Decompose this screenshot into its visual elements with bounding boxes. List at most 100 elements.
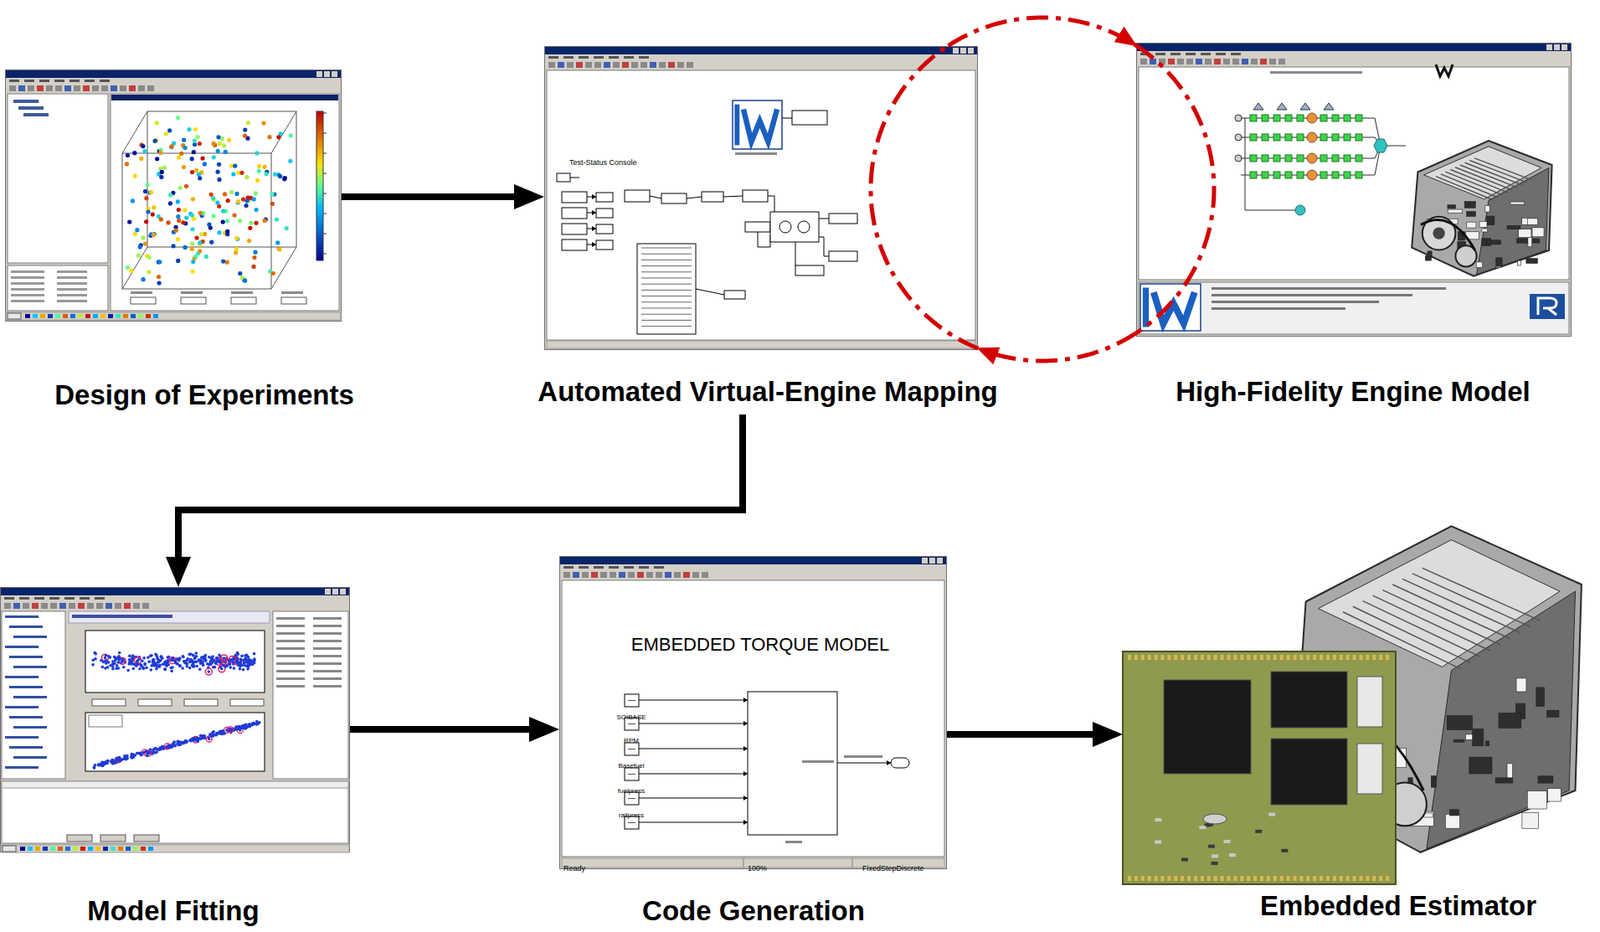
duct-element bbox=[1332, 114, 1339, 122]
residual-point bbox=[245, 653, 249, 657]
design-point bbox=[138, 244, 143, 249]
toolbar-icon bbox=[548, 61, 556, 68]
design-point bbox=[159, 216, 164, 222]
design-point bbox=[252, 255, 257, 260]
design-point bbox=[246, 238, 252, 243]
toolbar-icon bbox=[110, 85, 118, 92]
fit-point bbox=[241, 725, 245, 730]
residual-point bbox=[224, 664, 228, 669]
cover-rib bbox=[1382, 590, 1501, 645]
residual-point bbox=[163, 667, 167, 671]
fit-point bbox=[154, 751, 158, 755]
design-point bbox=[175, 258, 181, 263]
design-point bbox=[208, 225, 213, 230]
engine-detail bbox=[1546, 709, 1559, 717]
title-bar bbox=[1136, 43, 1571, 52]
edge-pad bbox=[1260, 654, 1264, 660]
smd-component bbox=[1198, 825, 1206, 829]
edge-pad bbox=[1293, 654, 1297, 660]
fit-point bbox=[157, 747, 161, 752]
bus-port bbox=[641, 295, 692, 297]
design-point bbox=[147, 255, 152, 260]
taskbar-icon bbox=[80, 846, 86, 851]
residual-point bbox=[244, 660, 248, 664]
residual-point bbox=[183, 661, 187, 665]
toolbar-icon bbox=[637, 571, 644, 578]
taskbar-icon bbox=[130, 313, 136, 319]
edge-pad bbox=[1233, 654, 1237, 660]
menu-item bbox=[19, 596, 30, 600]
toolbar-icon bbox=[82, 85, 90, 92]
residual-point bbox=[181, 655, 186, 659]
taskbar-icon bbox=[125, 846, 131, 851]
taskbar-icon bbox=[87, 846, 93, 851]
loop-arc bbox=[870, 46, 978, 349]
residual-point bbox=[209, 659, 213, 664]
fit-point bbox=[154, 746, 158, 751]
toolbar-icon bbox=[649, 61, 657, 68]
edge-pad bbox=[1346, 654, 1350, 660]
toolbar-icon bbox=[138, 85, 145, 92]
menu-item bbox=[39, 79, 50, 83]
design-point bbox=[197, 141, 202, 146]
edge-pad bbox=[1253, 875, 1257, 881]
screen-label: Ready bbox=[563, 864, 586, 873]
screen-label: RPM bbox=[623, 736, 639, 745]
design-point bbox=[236, 200, 241, 205]
duct-element bbox=[1296, 133, 1304, 141]
signal-wire bbox=[638, 748, 748, 750]
fit-point bbox=[254, 722, 258, 726]
edge-pad bbox=[1173, 875, 1178, 881]
design-point bbox=[257, 164, 262, 169]
design-point bbox=[182, 145, 187, 150]
design-point bbox=[237, 218, 242, 223]
bus-port bbox=[641, 313, 692, 315]
edge-pad bbox=[1233, 875, 1237, 881]
cube-edge bbox=[271, 111, 297, 154]
duct-element bbox=[1250, 171, 1257, 179]
design-point bbox=[217, 141, 222, 146]
fit-point bbox=[171, 742, 175, 746]
summary-cell bbox=[313, 632, 342, 635]
engine-detail bbox=[1486, 216, 1495, 225]
screen-label: Basefuel bbox=[617, 761, 644, 770]
toolbar-icon bbox=[673, 571, 681, 578]
memory-chip bbox=[1270, 738, 1348, 805]
design-point bbox=[234, 191, 239, 196]
design-point bbox=[231, 212, 237, 217]
stage-caption-box: Design of Experiments bbox=[51, 379, 358, 412]
fit-point bbox=[221, 729, 225, 733]
signal-arrowhead bbox=[591, 241, 597, 247]
design-point bbox=[264, 171, 269, 176]
residual-point bbox=[166, 663, 170, 667]
residual-point bbox=[149, 653, 153, 658]
toolbar-icon bbox=[36, 85, 44, 92]
chart-state bbox=[797, 221, 810, 233]
screen-label-box: EMBEDDED TORQUE MODEL bbox=[631, 633, 890, 655]
residual-point bbox=[117, 656, 121, 660]
stage-caption: Model Fitting bbox=[87, 895, 259, 927]
duct-element bbox=[1343, 154, 1351, 162]
design-point bbox=[152, 138, 157, 144]
toolbar-icon bbox=[128, 85, 136, 92]
taskbar-icon bbox=[123, 313, 129, 319]
duct-element bbox=[1332, 171, 1339, 179]
tree-entry bbox=[9, 745, 43, 749]
fit-point bbox=[199, 734, 203, 738]
design-point bbox=[284, 226, 289, 231]
residual-point bbox=[154, 667, 159, 671]
smd-component bbox=[1211, 854, 1219, 858]
engine-cover bbox=[1424, 146, 1542, 200]
residual-point bbox=[228, 665, 232, 669]
title-button bbox=[324, 71, 330, 78]
residual-point bbox=[239, 660, 243, 664]
residual-point bbox=[191, 653, 196, 658]
design-point bbox=[175, 199, 181, 204]
title-button bbox=[967, 47, 974, 54]
residual-point bbox=[198, 667, 202, 671]
residual-point bbox=[150, 663, 155, 668]
menu-item bbox=[79, 596, 90, 600]
residual-point bbox=[204, 653, 208, 658]
taskbar-icon bbox=[57, 846, 63, 851]
duct-element bbox=[1320, 133, 1328, 141]
